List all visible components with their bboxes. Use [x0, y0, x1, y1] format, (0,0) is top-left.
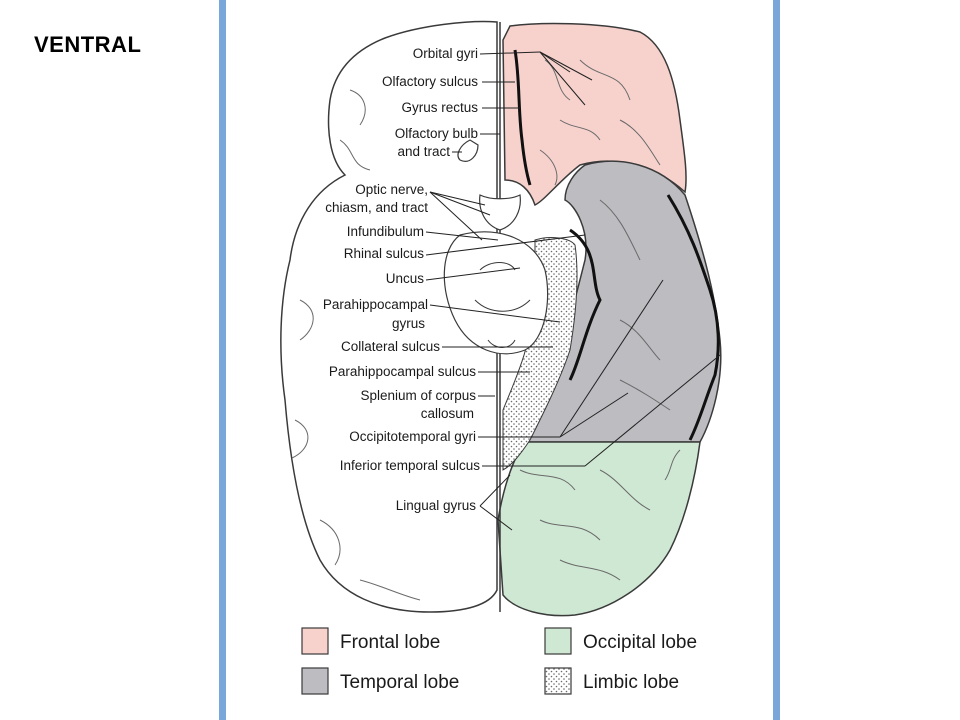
label-inferior-temporal-sulcus: Inferior temporal sulcus: [340, 458, 481, 473]
optic-chiasm: [479, 194, 521, 231]
leader-lines: [425, 51, 721, 531]
label-olfactory-bulb-2: and tract: [397, 144, 450, 159]
legend-occipital-label: Occipital lobe: [583, 632, 697, 653]
legend-temporal-label: Temporal lobe: [340, 672, 459, 693]
left-hemisphere-outline: [280, 20, 498, 613]
olfactory-sulcus-line: [513, 49, 532, 186]
legend: Frontal lobe Temporal lobe Occipital lob…: [301, 627, 697, 695]
legend-limbic-swatch: [544, 667, 572, 695]
label-optic-1: Optic nerve,: [355, 182, 428, 197]
label-infundibulum: Infundibulum: [347, 224, 424, 239]
legend-occipital-swatch: [544, 627, 572, 655]
label-orbital-gyri: Orbital gyri: [413, 46, 478, 61]
label-collateral-sulcus: Collateral sulcus: [341, 339, 440, 354]
label-olfactory-bulb-1: Olfactory bulb: [395, 126, 478, 141]
label-splenium-1: Splenium of corpus: [360, 388, 476, 403]
legend-limbic-label: Limbic lobe: [583, 672, 679, 693]
label-occipitotemporal-gyri: Occipitotemporal gyri: [349, 429, 476, 444]
label-uncus: Uncus: [386, 271, 425, 286]
label-parahippocampal-gyrus-2: gyrus: [392, 316, 425, 331]
label-olfactory-sulcus: Olfactory sulcus: [382, 74, 478, 89]
label-rhinal-sulcus: Rhinal sulcus: [344, 246, 425, 261]
legend-frontal-label: Frontal lobe: [340, 632, 440, 653]
frame-right-border: [773, 0, 780, 720]
olfactory-bulb: [457, 139, 479, 162]
frontal-lobe-region: [502, 22, 687, 207]
occipital-gyri-lines: [519, 449, 681, 581]
label-optic-2: chiasm, and tract: [325, 200, 428, 215]
left-gyri-lines: [291, 89, 421, 601]
legend-temporal-swatch: [301, 667, 329, 695]
temporal-gyri-lines: [599, 199, 671, 411]
temporal-sulcus-lines: [568, 194, 720, 441]
label-gyrus-rectus: Gyrus rectus: [401, 100, 478, 115]
legend-frontal-swatch: [301, 627, 329, 655]
label-parahippocampal-gyrus-1: Parahippocampal: [323, 297, 428, 312]
midbrain-outline: [443, 231, 549, 355]
frame-left-border: [219, 0, 226, 720]
limbic-lobe-region: [502, 237, 578, 471]
occipital-lobe-region: [497, 441, 701, 617]
label-splenium-2: callosum: [421, 406, 474, 421]
label-lingual-gyrus: Lingual gyrus: [396, 498, 477, 513]
label-parahippocampal-sulcus: Parahippocampal sulcus: [329, 364, 476, 379]
page-title: VENTRAL: [34, 32, 142, 57]
frontal-gyri-lines: [539, 59, 661, 186]
